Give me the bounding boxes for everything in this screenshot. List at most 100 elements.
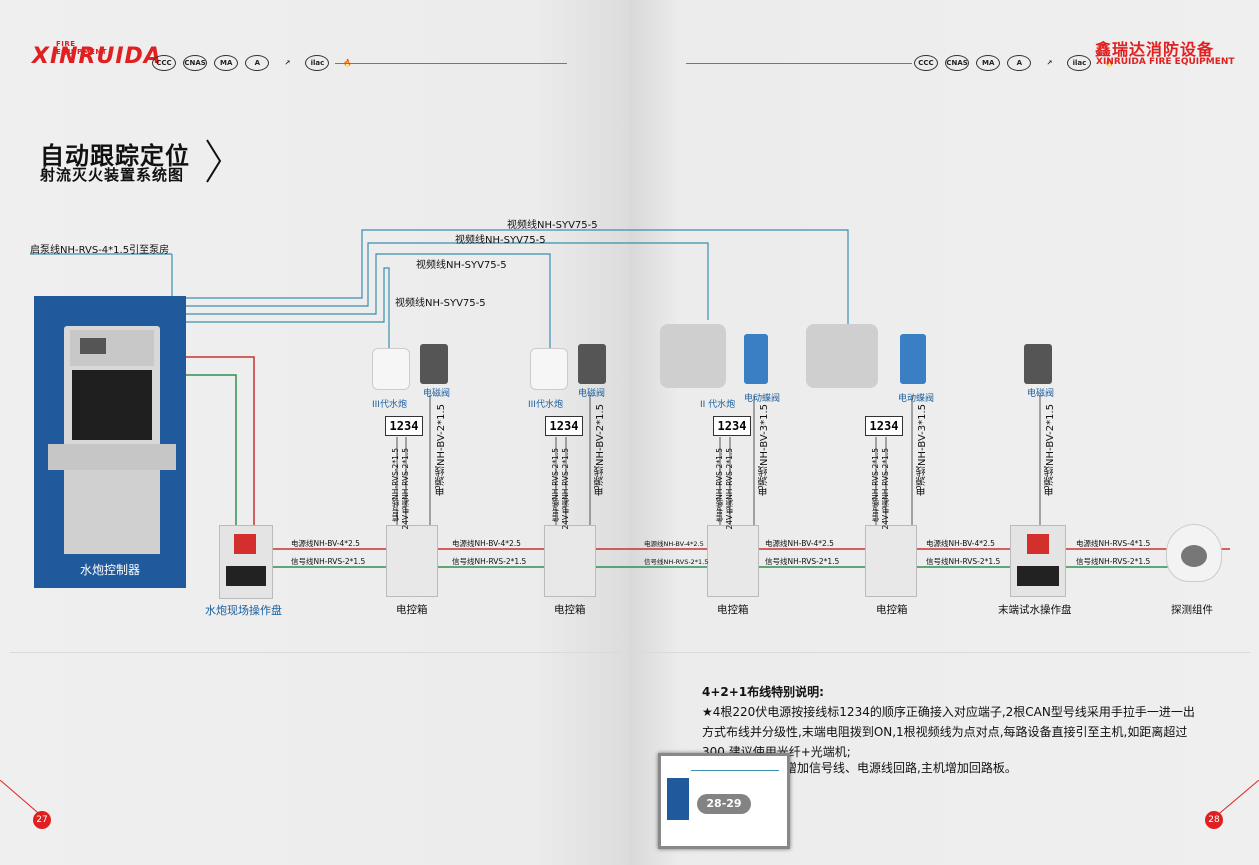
corner-decoration-left <box>0 780 45 819</box>
power24-wire-label: 24V电源NH-RVS-2*1.5 <box>881 448 890 530</box>
ma-badge-icon: MA <box>214 55 239 71</box>
cannon-controller: 水炮控制器 <box>34 296 186 588</box>
video-line-label: 视频线NH-SYV75-5 <box>395 298 486 309</box>
brand-name-en: XINRUIDA FIRE EQUIPMENT <box>1096 57 1235 67</box>
ccc-badge-icon: CCC <box>914 55 938 71</box>
control-box-label: 电控箱 <box>396 604 428 616</box>
power-bus-label: 电源线NH-BV-4*2.5 <box>291 539 360 548</box>
header-rule-left <box>335 63 567 64</box>
video-line-label: 视频线NH-SYV75-5 <box>455 235 546 246</box>
arrow-badge-icon: ↗ <box>1046 59 1053 67</box>
logo-text: XINRUIDA <box>32 44 162 69</box>
field-panel-label: 水炮现场操作盘 <box>205 604 282 617</box>
notes-line-1: ★4根220伏电源按接线标1234的顺序正确接入对应端子,2根CAN型号线采用手… <box>702 705 1195 719</box>
terminal-block: 1234 <box>385 416 423 436</box>
signal-bus-label: 信号线NH-RVS-2*1.5 <box>291 557 366 566</box>
notes-line-4: 增加信号线、电源线回路,主机增加回路板。 <box>785 761 1017 775</box>
cannon-iii-icon <box>372 348 410 390</box>
notes-heading: 4+2+1布线特别说明: <box>702 685 824 699</box>
control-box <box>544 525 596 597</box>
solenoid-valve-icon <box>420 344 448 384</box>
power-bus-label: 电源线NH-BV-4*2.5 <box>644 540 704 548</box>
flame-badge-icon: 🔥 <box>1105 59 1114 67</box>
signal-bus-label: 信号线NH-RVS-2*1.5 <box>644 558 709 566</box>
power24-wire-label: 24V电源NH-RVS-2*1.5 <box>561 448 570 530</box>
controller-desk <box>48 444 176 470</box>
brand-name-cn: 鑫瑞达消防设备 <box>1095 40 1215 59</box>
video-line-label: 视频线NH-SYV75-5 <box>416 260 507 271</box>
power-bus-label: 电源线NH-BV-4*2.5 <box>926 539 995 548</box>
butterfly-valve-label: 电动蝶阀 <box>898 394 935 404</box>
signal-bus-label: 信号线NH-RVS-2*1.5 <box>926 557 1001 566</box>
control-box <box>386 525 438 597</box>
solenoid-valve-icon <box>1024 344 1052 384</box>
controller-cabinet <box>48 326 176 554</box>
detector-label: 探测组件 <box>1171 604 1213 616</box>
end-panel-label: 末端试水操作盘 <box>998 604 1072 616</box>
solenoid-valve-label: 电磁阀 <box>578 389 606 399</box>
a-badge-icon: A <box>1007 55 1032 71</box>
signal-bus-label: 信号线NH-RVS-2*1.5 <box>1076 557 1151 566</box>
controller-label: 水炮控制器 <box>79 563 140 577</box>
video-line-label: 视频线NH-SYV75-5 <box>507 220 598 231</box>
controller-screen <box>80 338 106 354</box>
control-box <box>707 525 759 597</box>
power-wire-label: 电源线NH-BV-2*1.5 <box>436 404 447 496</box>
section-divider <box>10 652 1250 653</box>
control-box-label: 电控箱 <box>554 604 586 616</box>
page-thumbnail[interactable]: 28-29 <box>658 753 790 849</box>
cannon-ii-icon <box>660 324 726 388</box>
power-wire-label: 电源线NH-BV-2*1.5 <box>1045 404 1056 496</box>
notes-line-2: 方式布线并分级性,末端电阻拨到ON,1根视频线为点对点,每路设备直接引至主机,如… <box>702 725 1188 739</box>
terminal-block: 1234 <box>865 416 903 436</box>
signal-bus-label: 信号线NH-RVS-2*1.5 <box>765 557 840 566</box>
butterfly-valve-label: 电动蝶阀 <box>744 394 781 404</box>
pump-line-label: 启泵线NH-RVS-4*1.5引至泵房 <box>30 245 170 256</box>
terminal-block: 1234 <box>545 416 583 436</box>
a-badge-icon: A <box>245 55 270 71</box>
control-box-label: 电控箱 <box>717 604 749 616</box>
page-number-left: 27 <box>33 811 51 829</box>
solenoid-valve-label: 电磁阀 <box>423 389 451 399</box>
page-subtitle: 射流灭火装置系统图 <box>40 166 185 184</box>
control-box <box>865 525 917 597</box>
signal-bus-label: 信号线NH-RVS-2*1.5 <box>452 557 527 566</box>
power-wire-label: 电源线NH-BV-2*1.5 <box>595 404 606 496</box>
terminal-block: 1234 <box>713 416 751 436</box>
controller-monitor <box>72 370 152 440</box>
cannon-iii-icon <box>530 348 568 390</box>
ilac-badge-icon: ilac <box>305 55 330 71</box>
ma-badge-icon: MA <box>976 55 1001 71</box>
corner-decoration-right <box>1213 780 1259 819</box>
end-test-panel <box>1010 525 1066 597</box>
ilac-badge-icon: ilac <box>1067 55 1092 71</box>
logo-subtitle: FIRE EQUIPMENT <box>56 40 108 56</box>
power-bus-label: 电源线NH-BV-4*2.5 <box>765 539 834 548</box>
ccc-badge-icon: CCC <box>152 55 176 71</box>
cannon-ii-label: II 代水炮 <box>700 400 736 410</box>
power-bus-label: 电源线NH-RVS-4*1.5 <box>1076 539 1151 548</box>
control-box-label: 电控箱 <box>876 604 908 616</box>
cannon-ii-icon <box>806 324 878 388</box>
field-panel <box>219 525 273 599</box>
detector-camera-icon <box>1166 524 1222 582</box>
cert-badges-left: CCC CNAS MA A ↗ ilac 🔥 <box>152 50 361 71</box>
cannon-iii-label: III代水炮 <box>372 400 407 410</box>
solenoid-valve-icon <box>578 344 606 384</box>
arrow-badge-icon: ↗ <box>284 59 291 67</box>
page-number-right: 28 <box>1205 811 1223 829</box>
title-chevron-icon <box>206 139 222 183</box>
power24-wire-label: 24V电源NH-RVS-2*1.5 <box>401 448 410 530</box>
cnas-badge-icon: CNAS <box>183 55 208 71</box>
power24-wire-label: 24V电源NH-RVS-2*1.5 <box>725 448 734 530</box>
cannon-iii-label: III代水炮 <box>528 400 563 410</box>
power-wire-label: 电源线NH-BV-3*1.5 <box>759 404 770 496</box>
cnas-badge-icon: CNAS <box>945 55 970 71</box>
solenoid-valve-label: 电磁阀 <box>1027 389 1055 399</box>
power-wire-label: 电源线NH-BV-3*1.5 <box>917 404 928 496</box>
page-title: 自动跟踪定位 <box>40 142 190 170</box>
butterfly-valve-icon <box>900 334 926 384</box>
thumbnail-page-label: 28-29 <box>697 794 751 814</box>
power-bus-label: 电源线NH-BV-4*2.5 <box>452 539 521 548</box>
butterfly-valve-icon <box>744 334 768 384</box>
